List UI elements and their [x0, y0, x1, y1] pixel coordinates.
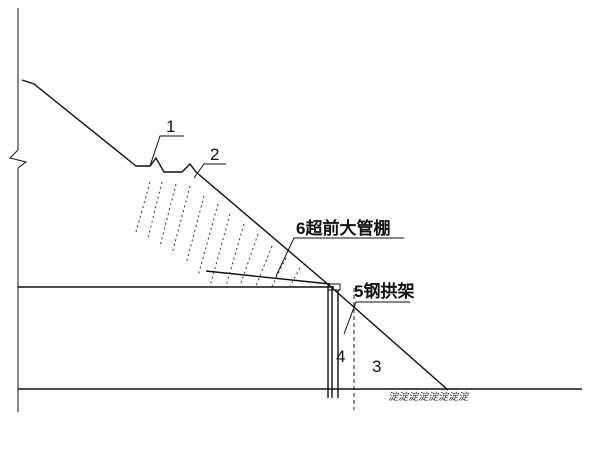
label-2: 2 — [210, 145, 219, 164]
label-5-steel-arch: 5钢拱架 — [354, 281, 414, 301]
left-boundary — [9, 8, 28, 412]
label-1: 1 — [166, 117, 175, 136]
label-3: 3 — [372, 357, 381, 376]
steel-arch-frame — [327, 283, 341, 398]
label-6-pipe-roof: 6超前大管棚 — [296, 218, 390, 238]
ground-texture: 淀淀淀淀淀淀淀淀 — [388, 391, 470, 403]
leader-lines — [149, 135, 410, 335]
label-4: 4 — [336, 347, 345, 366]
slope-profile — [21, 79, 449, 391]
pipe-roof-line — [205, 270, 331, 285]
grouting-zone-hatch — [135, 181, 301, 287]
